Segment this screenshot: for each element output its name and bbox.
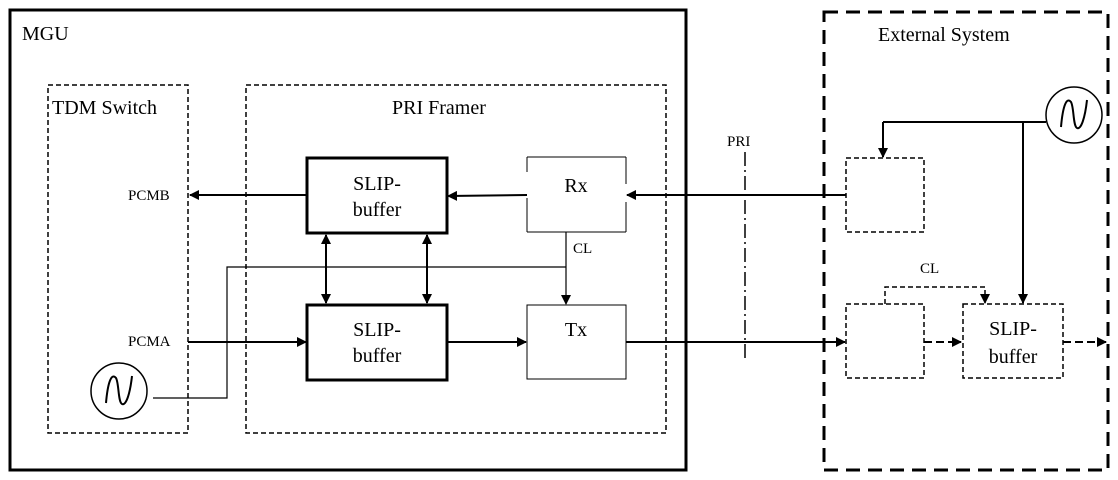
slip-buffer-bottom-line1: SLIP- xyxy=(353,319,401,341)
external-slip-buffer-line2: buffer xyxy=(989,346,1038,368)
slip-buffer-bottom-line2: buffer xyxy=(353,345,402,367)
tx-label: Tx xyxy=(565,319,587,341)
clock-source-icon xyxy=(1045,86,1103,144)
external-receive-box xyxy=(845,157,925,233)
slip-buffer-top-line1: SLIP- xyxy=(353,173,401,195)
clock-source-icon xyxy=(90,362,148,420)
mgu-box xyxy=(8,8,688,472)
internal-clock-line xyxy=(153,266,566,399)
pcmb-label: PCMB xyxy=(128,188,170,204)
rx-label: Rx xyxy=(564,175,587,197)
rx-box xyxy=(526,156,627,233)
pri-framer-label: PRI Framer xyxy=(392,97,486,119)
cl-internal-label: CL xyxy=(573,241,592,257)
tdm-switch-box xyxy=(47,84,189,434)
mgu-label: MGU xyxy=(22,23,69,45)
tdm-switch-label: TDM Switch xyxy=(52,97,157,119)
slip-buffer-top-line2: buffer xyxy=(353,199,402,221)
cl-external-label: CL xyxy=(920,261,939,277)
external-transmit-box xyxy=(845,303,925,379)
slip-buffer-bottom xyxy=(305,303,449,382)
slip-buffer-top xyxy=(305,156,449,235)
external-cl-line xyxy=(884,286,990,304)
pcma-label: PCMA xyxy=(128,334,171,350)
external-system-label: External System xyxy=(878,24,1010,46)
pri-framer-box xyxy=(245,84,667,434)
rx-to-slip-arrow xyxy=(447,190,528,201)
external-system-box xyxy=(822,10,1110,472)
external-slip-buffer-line1: SLIP- xyxy=(989,318,1037,340)
pri-label: PRI xyxy=(727,134,750,150)
tx-box xyxy=(526,304,627,380)
